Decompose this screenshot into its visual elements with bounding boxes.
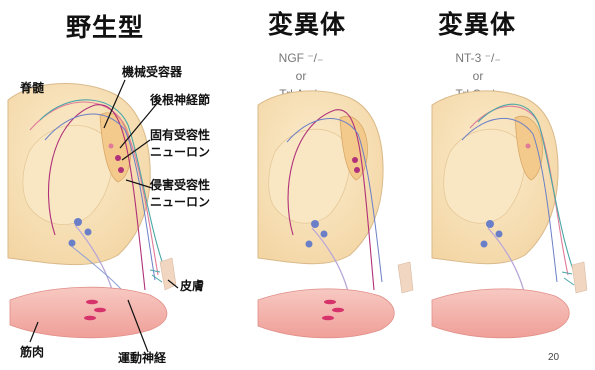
proprio-cell-body — [354, 167, 360, 173]
proprio-cell-body — [118, 167, 124, 173]
label-drg: 後根神経節 — [150, 92, 210, 109]
muscle — [432, 289, 569, 338]
motor-neuron — [306, 241, 313, 248]
label-skin: 皮膚 — [180, 278, 204, 295]
motor-neuron — [69, 240, 76, 247]
motor-neuron — [486, 220, 494, 228]
motor-neuron — [74, 218, 82, 226]
label-nocicept-line1: 侵害受容性 — [150, 177, 210, 194]
label-mechanoreceptor: 機械受容器 — [122, 64, 182, 81]
label-muscle: 筋肉 — [20, 344, 44, 361]
page-number: 20 — [548, 352, 559, 363]
motor-neuron — [321, 231, 328, 238]
label-spinal-cord: 脊髄 — [20, 80, 44, 97]
label-proprio-line1: 固有受容性 — [150, 127, 210, 144]
motor-neuron — [481, 241, 488, 248]
motor-neuron — [311, 220, 319, 228]
nocicept-cell-body — [526, 144, 531, 149]
proprio-cell-body — [352, 157, 358, 163]
nocicept-cell-body — [109, 144, 114, 149]
label-motor-nerve: 運動神経 — [118, 350, 166, 367]
panel-mutant-2 — [432, 91, 587, 338]
panel-mutant-1 — [258, 91, 413, 338]
panel-wildtype — [8, 80, 178, 352]
skin — [572, 262, 587, 293]
motor-neuron — [496, 231, 503, 238]
label-nocicept-line2: ニューロン — [150, 194, 210, 211]
motor-neuron — [85, 229, 92, 236]
skin-ending — [150, 270, 162, 282]
muscle — [10, 287, 167, 338]
skin — [398, 262, 413, 293]
label-proprio-line2: ニューロン — [150, 144, 210, 161]
label-proprio-neuron: 固有受容性 ニューロン — [150, 127, 210, 161]
proprio-cell-body — [115, 155, 121, 161]
label-nocicept-neuron: 侵害受容性 ニューロン — [150, 177, 210, 211]
muscle — [258, 289, 394, 338]
